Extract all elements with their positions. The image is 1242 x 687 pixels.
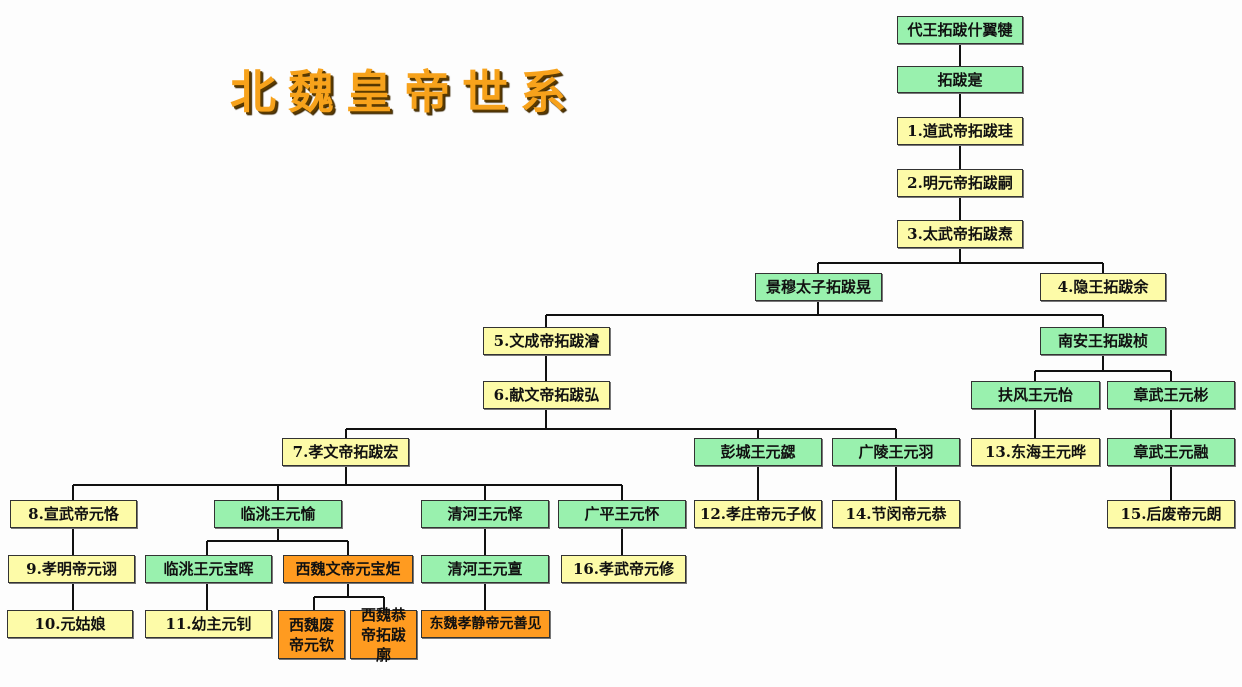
node-emperor-3: 3.太武帝拓跋焘 bbox=[897, 220, 1023, 248]
node-zhangwu-king-rong: 章武王元融 bbox=[1107, 438, 1235, 466]
chart-title: 北魏皇帝世系 bbox=[230, 65, 578, 119]
connector bbox=[72, 583, 486, 610]
node-western-wei-wendi: 西魏文帝元宝炬 bbox=[283, 555, 413, 583]
node-emperor-16: 16.孝武帝元修 bbox=[561, 555, 686, 583]
connector bbox=[545, 355, 1172, 381]
node-emperor-10: 10.元姑娘 bbox=[7, 610, 133, 638]
node-emperor-1: 1.道武帝拓跋珪 bbox=[897, 117, 1023, 145]
connector bbox=[345, 409, 897, 438]
node-emperor-11: 11.幼主元钊 bbox=[145, 610, 272, 638]
node-emperor-13: 13.东海王元晔 bbox=[971, 438, 1100, 466]
node-emperor-2: 2.明元帝拓跋嗣 bbox=[897, 169, 1023, 197]
node-emperor-7: 7.孝文帝拓跋宏 bbox=[282, 438, 409, 466]
node-guangling-king: 广陵王元羽 bbox=[832, 438, 960, 466]
node-guangping-king: 广平王元怀 bbox=[558, 500, 686, 528]
node-emperor-9: 9.孝明帝元诩 bbox=[8, 555, 135, 583]
connector bbox=[545, 301, 1104, 327]
node-crown-prince-huang: 景穆太子拓跋晃 bbox=[755, 273, 882, 301]
node-qinghe-king-yi: 清河王元怿 bbox=[421, 500, 549, 528]
node-qinghe-king-dan: 清河王元亶 bbox=[421, 555, 549, 583]
node-fufeng-king: 扶风王元怡 bbox=[971, 381, 1100, 409]
connector bbox=[1034, 409, 1172, 438]
node-emperor-12: 12.孝庄帝元子攸 bbox=[694, 500, 822, 528]
node-western-wei-gongdi: 西魏恭帝拓跋廓 bbox=[350, 606, 417, 664]
node-zhangwu-king-bin: 章武王元彬 bbox=[1107, 381, 1235, 409]
connector bbox=[72, 466, 623, 500]
connector bbox=[72, 528, 623, 555]
node-nanan-king: 南安王拓跋桢 bbox=[1040, 327, 1166, 355]
node-emperor-8: 8.宣武帝元恪 bbox=[10, 500, 137, 528]
connector bbox=[757, 466, 1172, 500]
node-pengcheng-king: 彭城王元勰 bbox=[694, 438, 822, 466]
node-emperor-15: 15.后废帝元朗 bbox=[1107, 500, 1235, 528]
node-lintao-king-yu: 临洮王元愉 bbox=[214, 500, 342, 528]
node-eastern-wei-xiaojingdi: 东魏孝静帝元善见 bbox=[421, 610, 550, 638]
node-emperor-14: 14.节闵帝元恭 bbox=[832, 500, 960, 528]
node-western-wei-feidi: 西魏废帝元钦 bbox=[278, 610, 345, 659]
node-lintao-king-baohui: 临洮王元宝晖 bbox=[145, 555, 272, 583]
node-emperor-4: 4.隐王拓跋余 bbox=[1040, 273, 1166, 301]
connector bbox=[817, 248, 1104, 273]
node-dai-king: 代王拓跋什翼犍 bbox=[897, 16, 1023, 44]
node-emperor-5: 5.文成帝拓跋濬 bbox=[483, 327, 610, 355]
node-tuoba-shi: 拓跋寔 bbox=[897, 66, 1023, 93]
node-emperor-6: 6.献文帝拓跋弘 bbox=[483, 381, 610, 409]
